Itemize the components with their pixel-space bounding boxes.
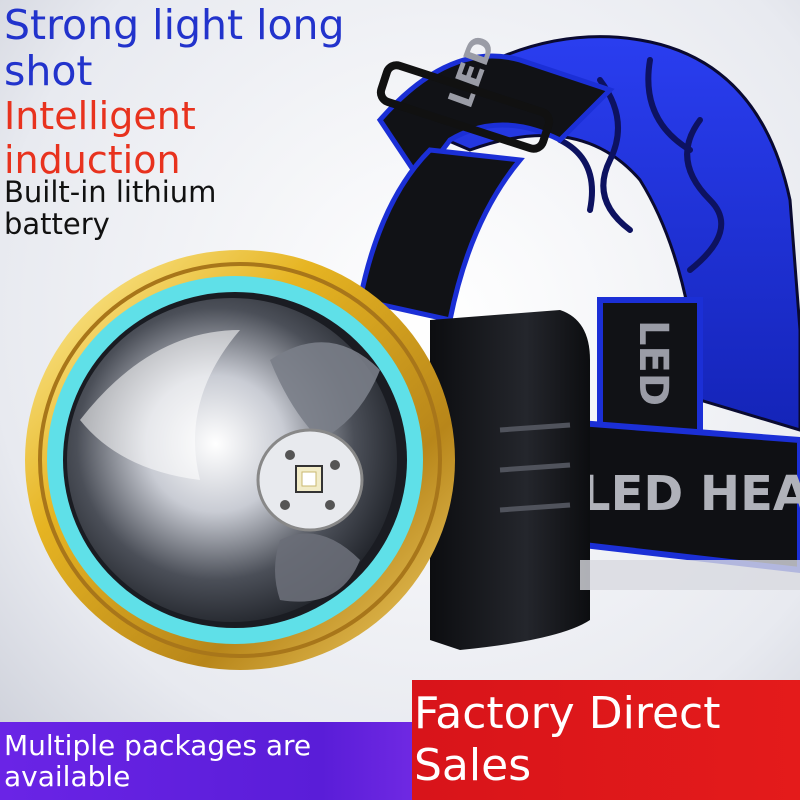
reflector-petal-bottom <box>275 533 360 602</box>
factory-banner <box>412 680 800 800</box>
led-screw-2 <box>330 460 340 470</box>
packages-line-2: available <box>4 760 131 793</box>
battery-line-2: battery <box>4 207 110 241</box>
lamp-gold-ring-inner <box>38 262 442 658</box>
lamp-body <box>430 310 590 650</box>
strap-side <box>357 147 525 323</box>
headline-line-2: shot <box>4 47 93 95</box>
led-screw-4 <box>325 500 335 510</box>
reflector-petal-top <box>270 342 380 440</box>
lamp-clip <box>499 422 571 513</box>
feature-line-1: Intelligent <box>4 94 196 138</box>
headline-line-1: Strong light long <box>4 1 345 49</box>
packages-banner <box>0 722 460 800</box>
strap-side-text: LED <box>630 320 676 406</box>
reflector-shine <box>80 330 240 480</box>
strap-pattern <box>557 57 725 273</box>
battery-line-1: Built-in lithium <box>4 175 217 209</box>
lamp-base-highlight <box>580 560 800 590</box>
strap-buckle <box>376 61 554 153</box>
led-screw-1 <box>285 450 295 460</box>
led-screw-3 <box>280 500 290 510</box>
strap-front-text: LED HEAD <box>580 466 800 522</box>
factory-line-2: Sales <box>414 740 532 791</box>
led-emitter <box>301 471 317 487</box>
packages-line-1: Multiple packages are <box>4 729 312 762</box>
feature-line-2: induction <box>4 138 181 182</box>
factory-line-1: Factory Direct <box>414 688 721 739</box>
